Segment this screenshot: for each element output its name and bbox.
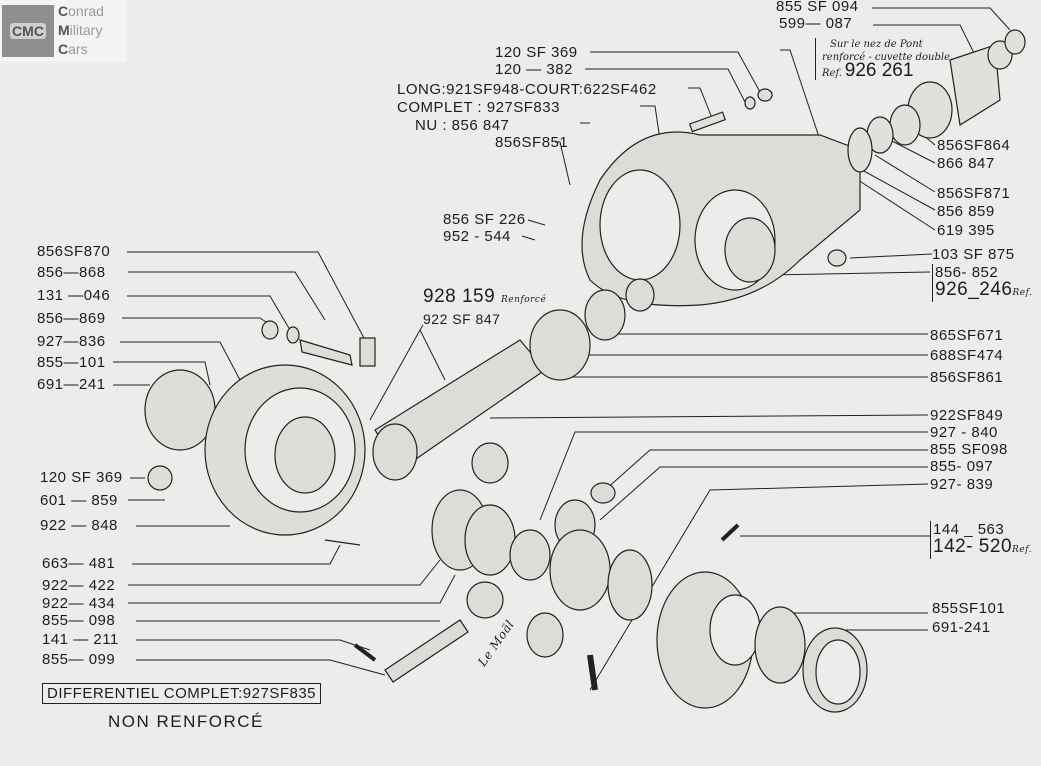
part-label: 926_246Ref. xyxy=(932,280,1032,302)
part-label: 856—869 xyxy=(37,310,106,327)
part-label: 927 - 840 xyxy=(930,424,998,441)
part-label: 856—868 xyxy=(37,264,106,281)
part-label: 922— 434 xyxy=(42,595,116,612)
part-label: 142- 520Ref. xyxy=(930,537,1032,559)
differential-complete-box: DIFFERENTIEL COMPLET:927SF835 xyxy=(42,683,322,704)
part-label: 599— 087 xyxy=(779,15,853,32)
part-label: 601 — 859 xyxy=(40,492,118,509)
planetary-gears xyxy=(353,442,740,691)
part-label: NU : 856 847 xyxy=(415,117,510,134)
part-label: 922 — 848 xyxy=(40,517,118,534)
part-label: 866 847 xyxy=(937,155,995,172)
part-label: 619 395 xyxy=(937,222,995,239)
part-label: 855— 098 xyxy=(42,612,116,629)
part-label: 141 — 211 xyxy=(42,631,119,648)
part-label: 691-241 xyxy=(932,619,991,636)
part-label: 856SF851 xyxy=(495,134,569,151)
logo-wordmark: Conrad Military Cars xyxy=(58,3,104,57)
pinion-flange-and-bearings xyxy=(688,29,1026,267)
pinion-shaft xyxy=(372,278,655,481)
part-label: 691—241 xyxy=(37,376,106,393)
part-label: 120 — 382 xyxy=(495,61,573,78)
part-label: 856 859 xyxy=(937,203,995,220)
part-label: COMPLET : 927SF833 xyxy=(397,99,560,116)
part-label: 855 SF 094 xyxy=(776,0,859,15)
part-label: 855 SF098 xyxy=(930,441,1008,458)
part-label: 855SF101 xyxy=(932,600,1006,617)
part-label: 856- 852 xyxy=(932,264,998,281)
part-label: 663— 481 xyxy=(42,555,116,572)
reinforced-note: Sur le nez de Pont renforcé - cuvette do… xyxy=(815,38,953,80)
part-label: 927- 839 xyxy=(930,476,994,493)
leader-lines xyxy=(113,7,1011,691)
subtitle: NON RENFORCÉ xyxy=(108,712,264,731)
part-label: 952 - 544 xyxy=(443,228,511,245)
part-label: 120 SF 369 xyxy=(495,44,578,61)
part-label: 922 SF 847 xyxy=(423,311,501,327)
star-badge-icon: CMC xyxy=(2,5,54,57)
part-label: 855—101 xyxy=(37,354,106,371)
part-label: 120 SF 369 xyxy=(40,469,123,486)
part-label: 856SF871 xyxy=(937,185,1011,202)
part-label: 856SF861 xyxy=(930,369,1004,386)
part-label: LONG:921SF948-COURT:622SF462 xyxy=(397,81,657,98)
part-label: 144 _ 563 xyxy=(930,521,1004,538)
pinion-ref-label: 928 159 Renforcé xyxy=(423,286,547,307)
part-label: 103 SF 875 xyxy=(932,246,1015,263)
part-label: 688SF474 xyxy=(930,347,1004,364)
part-label: 131 —046 xyxy=(37,287,111,304)
part-label: 856SF870 xyxy=(37,243,111,260)
differential-housing xyxy=(581,131,861,307)
part-label: 865SF671 xyxy=(930,327,1004,344)
carrier-and-bearing xyxy=(656,571,868,713)
part-label: 856 SF 226 xyxy=(443,211,526,228)
cmc-logo: CMC Conrad Military Cars xyxy=(0,0,126,62)
part-label: 922— 422 xyxy=(42,577,116,594)
part-label: 855— 099 xyxy=(42,651,116,668)
part-label: 855- 097 xyxy=(930,458,994,475)
part-label: 856SF864 xyxy=(937,137,1011,154)
part-label: 922SF849 xyxy=(930,407,1004,424)
part-label: 927—836 xyxy=(37,333,106,350)
ring-gear-assembly xyxy=(144,320,376,546)
